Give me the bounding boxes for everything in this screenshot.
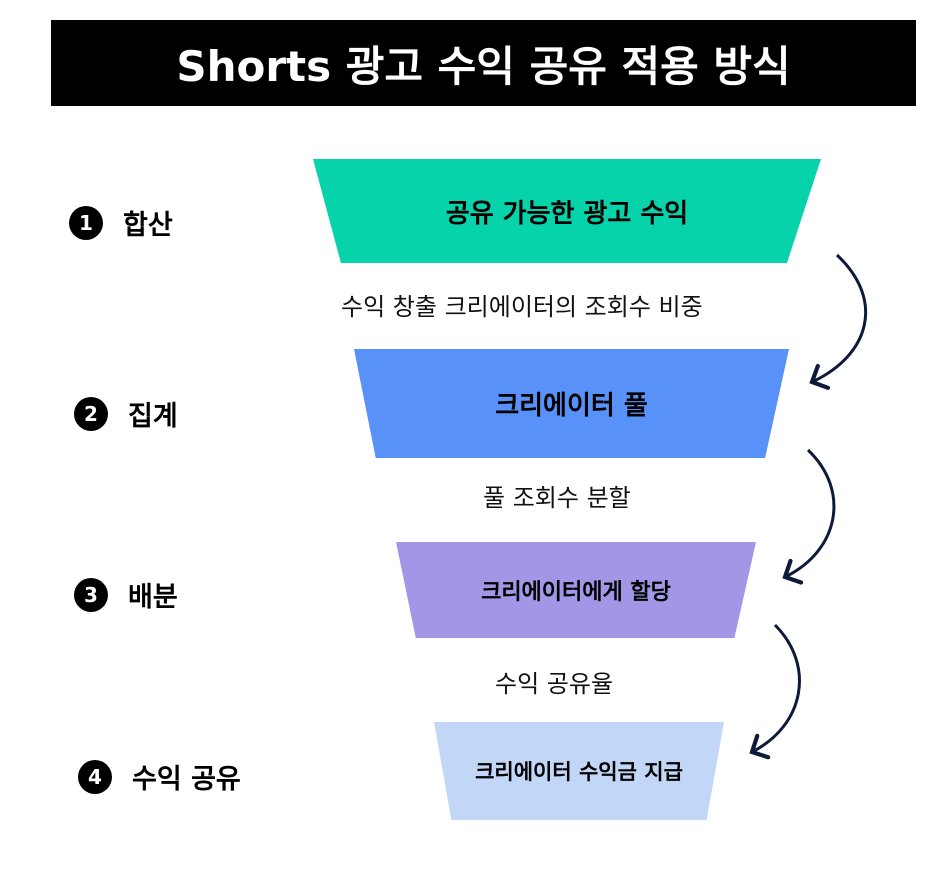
funnel-stage-ad-revenue: 공유 가능한 광고 수익 [313,159,821,263]
funnel-stage-creator-pool: 크리에이터 풀 [354,349,789,458]
funnel-stage-payout: 크리에이터 수익금 지급 [434,722,724,820]
step-number-badge: 1 [69,205,103,240]
step-label: 합산 [123,210,173,241]
step-number-badge: 2 [74,396,108,431]
step-4: 4 수익 공유 [78,757,241,796]
step-label: 집계 [128,401,178,432]
connector-label-3: 수익 공유율 [495,670,614,698]
step-1: 1 합산 [69,203,173,242]
step-label: 배분 [128,582,178,613]
connector-label-1: 수익 창출 크리에이터의 조회수 비중 [341,293,703,321]
curved-arrow-2 [782,448,836,585]
step-label: 수익 공유 [132,764,241,795]
curved-arrow-3 [749,623,801,760]
step-3: 3 배분 [74,575,178,614]
connector-label-2: 풀 조회수 분할 [483,484,631,512]
page-title: Shorts 광고 수익 공유 적용 방식 [51,20,916,106]
step-number-badge: 3 [74,577,108,612]
curved-arrow-1 [809,253,868,390]
step-2: 2 집계 [74,394,178,433]
step-number-badge: 4 [78,759,112,794]
funnel-stage-allocation: 크리에이터에게 할당 [396,542,756,638]
